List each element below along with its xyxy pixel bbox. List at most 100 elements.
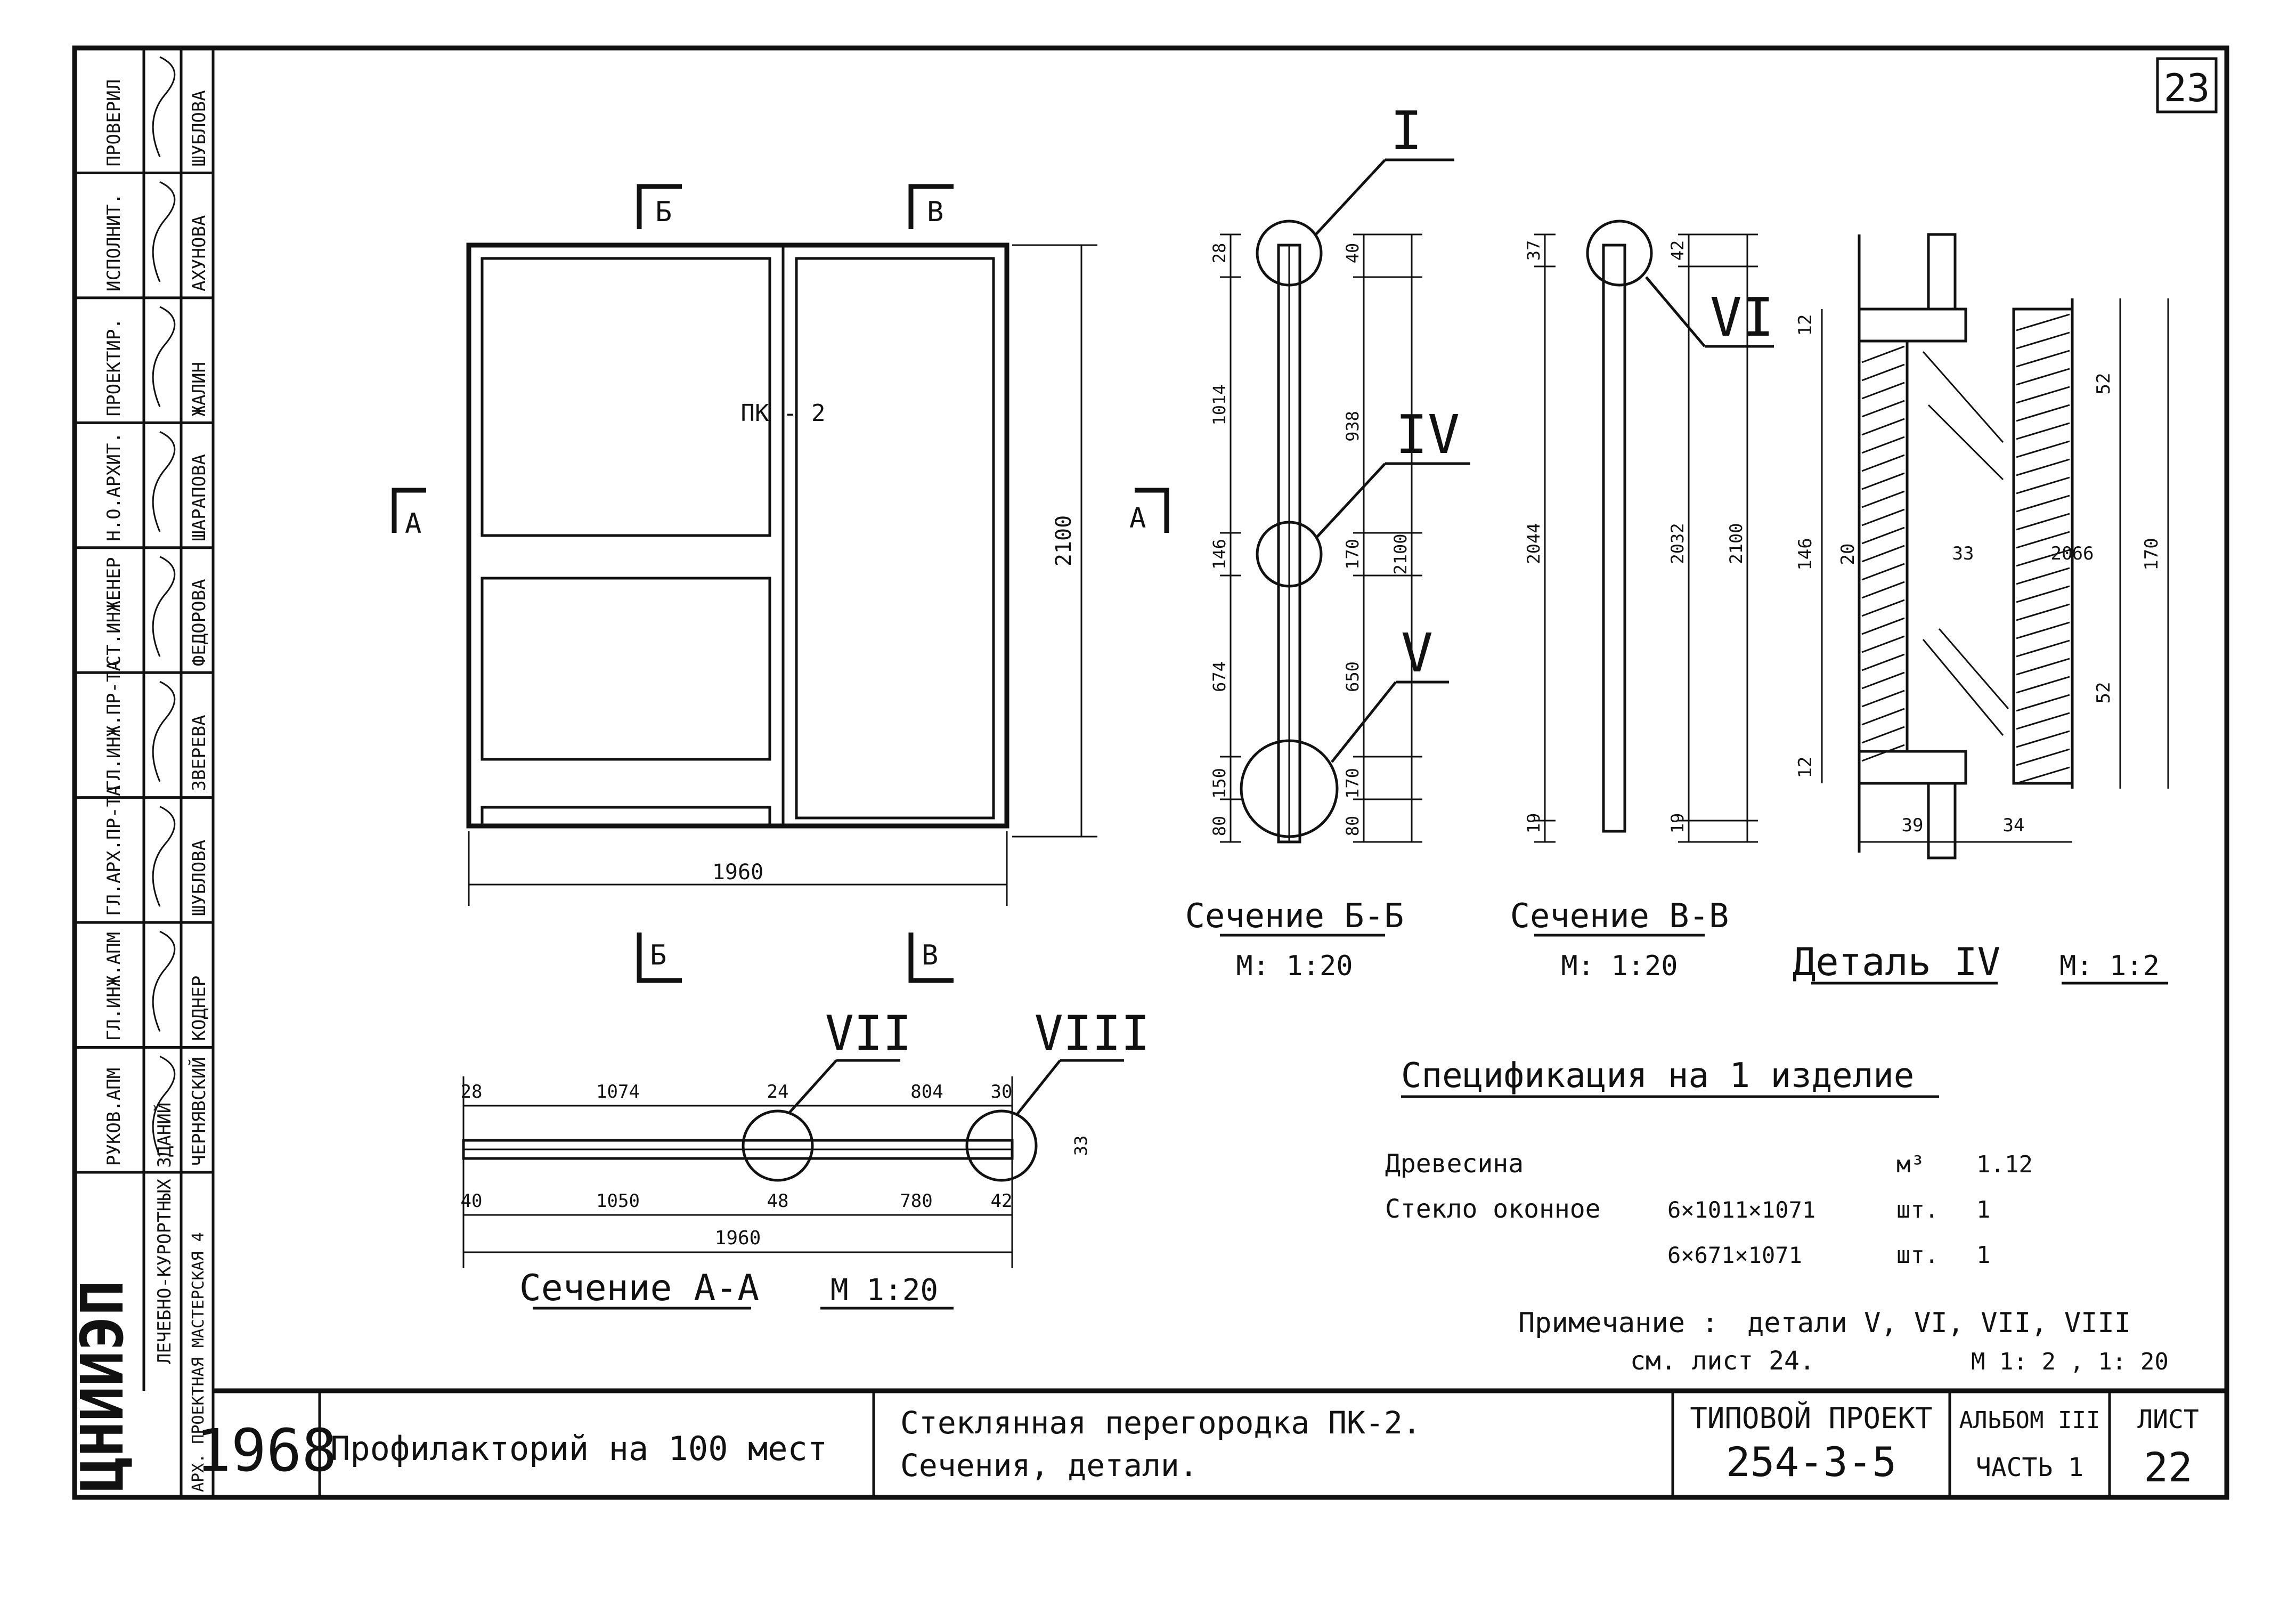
spec-title: Спецификация на 1 изделие xyxy=(1401,1056,1914,1096)
vv-dim: 2044 xyxy=(1524,523,1544,564)
corner-page-number: 23 xyxy=(2156,57,2218,114)
spec-item-name: Древесина xyxy=(1385,1149,1524,1179)
signature-name: ШУБЛОВА xyxy=(189,840,210,916)
workshop: АРХ. ПРОЕКТНАЯ МАСТЕРСКАЯ 4 xyxy=(189,1232,208,1492)
spec-item-qty: 1.12 xyxy=(1976,1151,2033,1178)
section-marker-a-left: А xyxy=(405,508,421,540)
vv-dim: 37 xyxy=(1524,240,1544,261)
detail-iv-dim: 20 xyxy=(1837,544,1859,565)
corner-page-number-text: 23 xyxy=(2164,66,2210,110)
detail-iv-dim: 52 xyxy=(2093,682,2114,704)
spec-item-unit: шт. xyxy=(1896,1242,1939,1269)
type-project-number: 254-3-5 xyxy=(1726,1438,1896,1486)
signature-role: ИСПОЛНИТ. xyxy=(103,193,125,291)
vv-dim: 2100 xyxy=(1726,523,1746,564)
detail-iv-dim: 12 xyxy=(1795,757,1816,779)
callout-i: I xyxy=(1390,100,1422,162)
spec-item-qty: 1 xyxy=(1976,1196,1991,1223)
org-block: ЦНИИЭП ЛЕЧЕБНО-КУРОРТНЫХ ЗДАНИЙ АРХ. ПРО… xyxy=(68,1103,208,1492)
callout-iv: IV xyxy=(1396,403,1460,466)
detail-iv-scale: М: 1:2 xyxy=(2059,950,2160,982)
bb-dim-left: 150 xyxy=(1209,768,1230,799)
section-bb-caption: Сечение Б-Б xyxy=(1185,896,1404,935)
signature-role: ГЛ.АРХ.ПР-ТА xyxy=(103,785,125,916)
signature-mark xyxy=(152,556,176,657)
spec-item-size: 6×671×1071 xyxy=(1667,1242,1802,1268)
aa-dim-top: 24 xyxy=(767,1081,789,1103)
album-part: ЧАСТЬ 1 xyxy=(1976,1453,2083,1482)
detail-iv-dim: 39 xyxy=(1902,815,1924,836)
signature-role: ПРОЕКТИР. xyxy=(103,318,125,416)
section-marker-b-bottom: Б xyxy=(650,939,666,971)
bb-dim-left: 80 xyxy=(1209,816,1230,837)
detail-iv-dim: 52 xyxy=(2093,373,2114,395)
spec-item-unit: м³ xyxy=(1896,1151,1925,1178)
signature-role: СТ.ИНЖЕНЕР xyxy=(103,557,125,667)
bb-dim-left: 146 xyxy=(1209,539,1230,570)
note-text-1: детали V, VI, VII, VIII xyxy=(1747,1307,2131,1339)
bb-dim-left: 28 xyxy=(1209,243,1230,264)
callout-v: V xyxy=(1401,622,1433,684)
elevation-width-dim: 1960 xyxy=(712,860,763,885)
section-aa-caption: Сечение А-А xyxy=(519,1267,759,1309)
spec-item-size: 6×1011×1071 xyxy=(1667,1197,1815,1223)
aa-dim-top: 804 xyxy=(910,1081,943,1103)
signature-mark xyxy=(152,930,176,1032)
bb-dim-right: 650 xyxy=(1342,661,1363,692)
signature-role: ГЛ.ИНЖ.АПМ xyxy=(103,932,125,1041)
aa-dim-total: 1960 xyxy=(715,1227,761,1249)
signature-name: КОДНЕР xyxy=(189,976,210,1041)
org-name: ЦНИИЭП xyxy=(68,1280,136,1492)
signature-mark xyxy=(152,56,176,158)
section-marker-b-top: Б xyxy=(655,196,672,228)
signature-name: ЗВЕРЕВА xyxy=(189,715,210,791)
elevation-height-dim: 2100 xyxy=(1052,515,1076,566)
aa-dim-bottom: 780 xyxy=(900,1190,932,1212)
type-project-label: ТИПОВОЙ ПРОЕКТ xyxy=(1690,1401,1932,1435)
bb-dim-right: 40 xyxy=(1342,243,1363,264)
partition-elevation: ПК - 2 1960 2100 А А Б Б В В xyxy=(392,184,1169,983)
vv-dim: 19 xyxy=(1524,813,1544,834)
aa-dim-bottom: 1050 xyxy=(596,1190,640,1212)
bb-dim-right: 80 xyxy=(1342,816,1363,837)
bb-dim-right: 170 xyxy=(1342,539,1363,570)
org-sub: ЛЕЧЕБНО-КУРОРТНЫХ ЗДАНИЙ xyxy=(153,1103,175,1364)
specification: Спецификация на 1 изделие Древесина м³ 1.1… xyxy=(1385,1056,2033,1269)
signature-mark xyxy=(152,680,176,782)
aa-dim-bottom: 42 xyxy=(991,1190,1013,1212)
signature-mark xyxy=(152,1056,176,1157)
signature-role: Н.О.АРХИТ. xyxy=(103,432,125,541)
year: 1968 xyxy=(196,1416,337,1485)
bb-dim-right: 938 xyxy=(1342,411,1363,442)
section-vv-scale: М: 1:20 xyxy=(1561,950,1678,982)
section-vv-caption: Сечение В-В xyxy=(1510,896,1729,935)
vv-dim: 42 xyxy=(1667,240,1688,261)
spec-item-unit: шт. xyxy=(1896,1196,1939,1223)
aa-dim-top: 1074 xyxy=(596,1081,640,1103)
title-block: 1968 Профилакторий на 100 мест Стеклянна… xyxy=(196,1391,2199,1497)
detail-iv-dim: 33 xyxy=(1952,543,1974,564)
bb-dim-left: 674 xyxy=(1209,661,1230,692)
sheet-label: ЛИСТ xyxy=(2137,1405,2199,1434)
vv-dim: 19 xyxy=(1667,813,1688,834)
detail-iv-dim: 66 xyxy=(2072,543,2094,564)
signature-mark xyxy=(152,306,176,407)
detail-iv-dim: 12 xyxy=(1795,314,1816,336)
detail-iv-caption: Деталь IV xyxy=(1793,939,2000,984)
note-text-2: см. лист 24. xyxy=(1630,1346,1815,1376)
signature-name: ФЕДОРОВА xyxy=(189,579,210,666)
spec-item-name: Стекло оконное xyxy=(1385,1194,1601,1224)
sheet-frame xyxy=(72,45,2229,1500)
signature-role: РУКОВ.АПМ xyxy=(103,1068,125,1166)
partition-mark: ПК - 2 xyxy=(741,400,826,427)
signature-name: ЧЕРНЯВСКИЙ xyxy=(188,1057,210,1166)
signature-role: ПРОВЕРИЛ xyxy=(103,79,125,167)
note-label: Примечание : xyxy=(1518,1307,1719,1339)
signature-mark xyxy=(152,181,176,282)
aa-dim-bottom: 48 xyxy=(767,1190,789,1212)
